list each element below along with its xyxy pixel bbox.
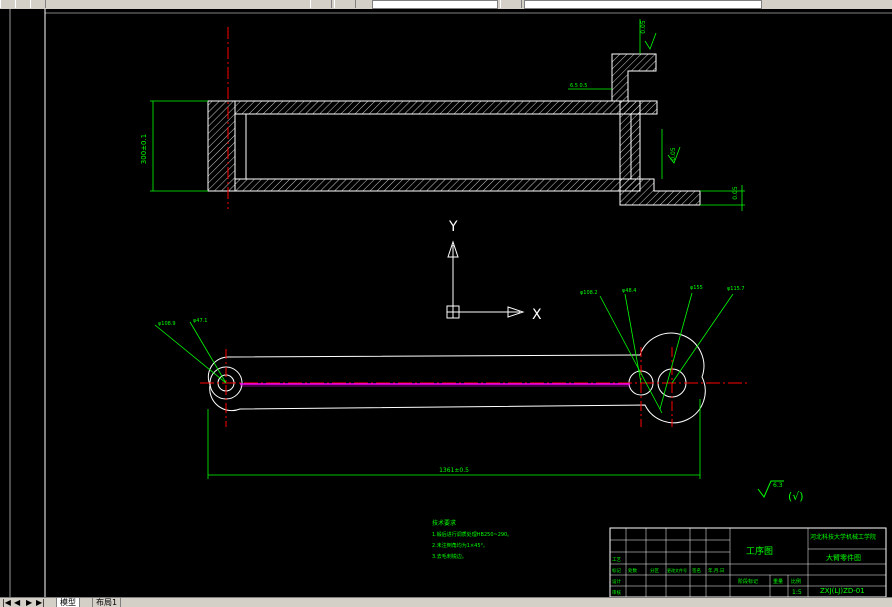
layout-tab-bar: |◀ ◀ ▶ ▶| 模型 布局1 [0, 597, 892, 607]
roughness-paren: (√) [788, 490, 804, 503]
right-dia1-label: φ108.2 [580, 290, 598, 296]
leader-line [671, 293, 734, 384]
title-block-design: 设计 [612, 578, 621, 585]
title-block-check: 审核 [612, 589, 621, 596]
leader-line [659, 292, 693, 410]
ucs-x-label: X [532, 307, 542, 323]
toolbar-button[interactable] [30, 0, 46, 8]
section-hatch-left [207, 100, 236, 192]
title-block-stage-label: 阶段标记 [738, 578, 758, 585]
title-block-row-label: 更改文件号 [667, 567, 687, 573]
arm-outline [207, 332, 706, 424]
section-top-step [611, 53, 657, 102]
notes-line: 3.去毛刺锐边。 [432, 553, 467, 560]
title-block-row-label: 年.月.日 [708, 567, 724, 574]
plan-view: 1361±0.5 φ108.9 φ47.1 φ108.2 φ48.4 φ155 … [154, 285, 750, 479]
section-view: 300±0.1 0.05 0.05 0.05 6.5 0.5 [140, 19, 745, 211]
notes-line: 2.未注倒角均为1×45°。 [432, 542, 488, 549]
title-block: 工序图 河北科技大学机械工学院 大臂零件图 ZXJ(LJ)ZD-01 1:5 阶… [609, 527, 887, 597]
right-dia3-label: φ155 [690, 285, 703, 291]
dimension-height-label: 300±0.1 [140, 134, 148, 164]
left-dia2-label: φ47.1 [193, 318, 207, 324]
title-block-process: 工艺 [612, 557, 621, 563]
technical-notes: 技术要求 1.锻后进行调质处理HB250~290。 2.未注倒角均为1×45°。… [432, 519, 512, 560]
title-block-ratio-label: 比例 [791, 578, 801, 585]
title-block-frame [609, 527, 887, 597]
section-boss [619, 100, 701, 206]
section-hole [245, 113, 632, 180]
title-block-row-label: 处数 [628, 567, 637, 574]
left-dia1-label: φ108.9 [158, 321, 176, 327]
tab-model[interactable]: 模型 [56, 598, 80, 607]
toolbar-button[interactable] [15, 0, 31, 8]
layer-field[interactable] [372, 0, 498, 9]
drawing-viewport[interactable]: 300±0.1 0.05 0.05 0.05 6.5 0.5 Y X [0, 9, 892, 597]
ucs-x-arrow [507, 306, 525, 318]
title-block-row-label: 签名 [692, 567, 701, 574]
toolbar-button[interactable] [500, 0, 522, 8]
right-dia2-label: φ48.4 [622, 288, 636, 294]
roughness-symbol [757, 480, 784, 498]
cad-drawing: 300±0.1 0.05 0.05 0.05 6.5 0.5 Y X [9, 9, 892, 597]
roughness-mark [667, 146, 681, 164]
title-block-row-label: 标记 [612, 567, 621, 574]
title-block-school: 河北科技大学机械工学院 [810, 533, 876, 541]
title-block-scale: 1:5 [792, 589, 802, 596]
roughness-note: 6.3 (√) [757, 480, 804, 503]
ucs-icon: Y X [446, 219, 542, 323]
dimension-length-label: 1361±0.5 [439, 467, 469, 474]
toolbar-button[interactable] [0, 0, 16, 8]
tab-nav-last[interactable]: ▶| [36, 598, 45, 607]
tab-nav-prev[interactable]: ◀ [14, 598, 21, 607]
ucs-y-arrow [447, 240, 459, 258]
title-block-drawing-name: 工序图 [746, 545, 773, 557]
section-hatch-top [234, 100, 641, 115]
leader-line [624, 293, 642, 384]
roughness-mark [644, 32, 657, 50]
title-block-part-name: 大臂零件图 [826, 553, 861, 562]
tab-layout1[interactable]: 布局1 [92, 598, 122, 607]
notes-line: 1.锻后进行调质处理HB250~290。 [432, 531, 512, 538]
tab-nav-first[interactable]: |◀ [2, 598, 11, 607]
leader-line [599, 295, 663, 414]
ucs-y-label: Y [448, 219, 458, 235]
tab-nav-next[interactable]: ▶ [26, 598, 33, 607]
dimension-step-label: 6.5 0.5 [570, 83, 588, 89]
linetype-field[interactable] [524, 0, 762, 9]
section-hatch-bottom [234, 178, 641, 192]
title-block-weight-label: 重量 [773, 578, 783, 585]
dimension-top-label: 0.05 [640, 20, 647, 34]
roughness-value: 6.3 [773, 482, 783, 489]
leader-line [154, 324, 227, 384]
toolbar-button[interactable] [310, 0, 332, 8]
title-block-drawing-no: ZXJ(LJ)ZD-01 [820, 587, 865, 595]
dimension-right-mid-label: 0.05 [670, 147, 677, 161]
notes-title: 技术要求 [432, 519, 456, 527]
dimension-right-small-label: 0.05 [732, 186, 739, 200]
title-block-row-label: 分区 [650, 567, 659, 574]
leader-line [189, 321, 227, 384]
right-dia4-label: φ115.7 [727, 286, 745, 292]
toolbar-button[interactable] [334, 0, 356, 8]
